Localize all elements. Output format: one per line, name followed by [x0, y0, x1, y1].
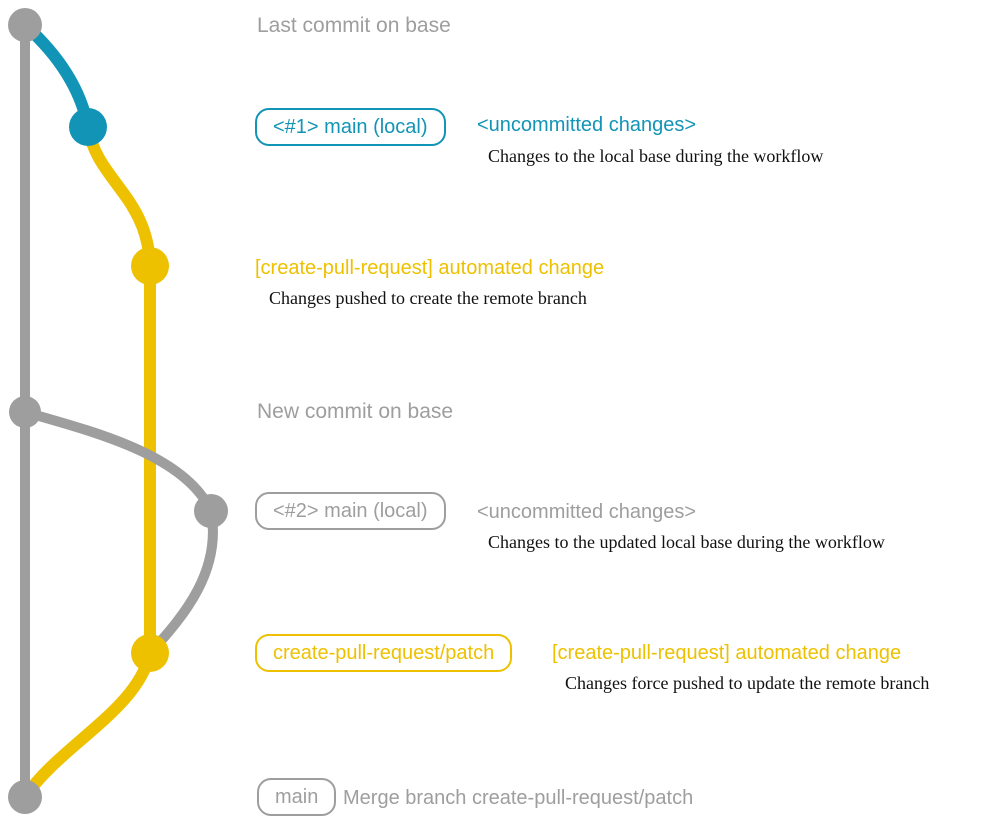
- local-branch-edge-2b: [145, 506, 218, 658]
- stage-label-new-commit: New commit on base: [257, 400, 454, 423]
- stage-label-last-commit: Last commit on base: [257, 14, 451, 37]
- commit-desc-automated-1: Changes pushed to create the remote bran…: [269, 288, 587, 308]
- commit-desc-uncommitted-1: Changes to the local base during the wor…: [488, 146, 824, 166]
- commit-desc-automated-2: Changes force pushed to update the remot…: [565, 673, 930, 693]
- commit-node-merge: [8, 780, 42, 814]
- commit-node-remote-1: [131, 247, 169, 285]
- branch-badge-cpr-patch: create-pull-request/patch: [255, 634, 513, 672]
- branch-badge-main-local-1: <#1> main (local): [255, 108, 446, 146]
- commit-node-local-2: [194, 494, 228, 528]
- commit-node-local-1: [69, 108, 107, 146]
- git-graph: [8, 8, 228, 814]
- commit-heading-automated-2: [create-pull-request] automated change: [552, 642, 902, 664]
- commit-desc-uncommitted-2: Changes to the updated local base during…: [488, 532, 885, 552]
- commit-node-remote-2: [131, 634, 169, 672]
- commit-node-base-2: [9, 396, 41, 428]
- branch-badge-main-local-2: <#2> main (local): [255, 492, 446, 530]
- local-branch-edge-2a: [20, 407, 216, 516]
- commit-heading-uncommitted-2: <uncommitted changes>: [477, 501, 697, 523]
- commit-heading-merge: Merge branch create-pull-request/patch: [343, 787, 694, 809]
- remote-branch-edge-1: [82, 121, 156, 272]
- merge-edge: [19, 647, 156, 803]
- commit-heading-automated-1: [create-pull-request] automated change: [255, 257, 605, 279]
- branch-badge-main: main: [257, 778, 337, 816]
- commit-node-base-1: [8, 8, 42, 42]
- commit-heading-uncommitted-1: <uncommitted changes>: [477, 114, 697, 136]
